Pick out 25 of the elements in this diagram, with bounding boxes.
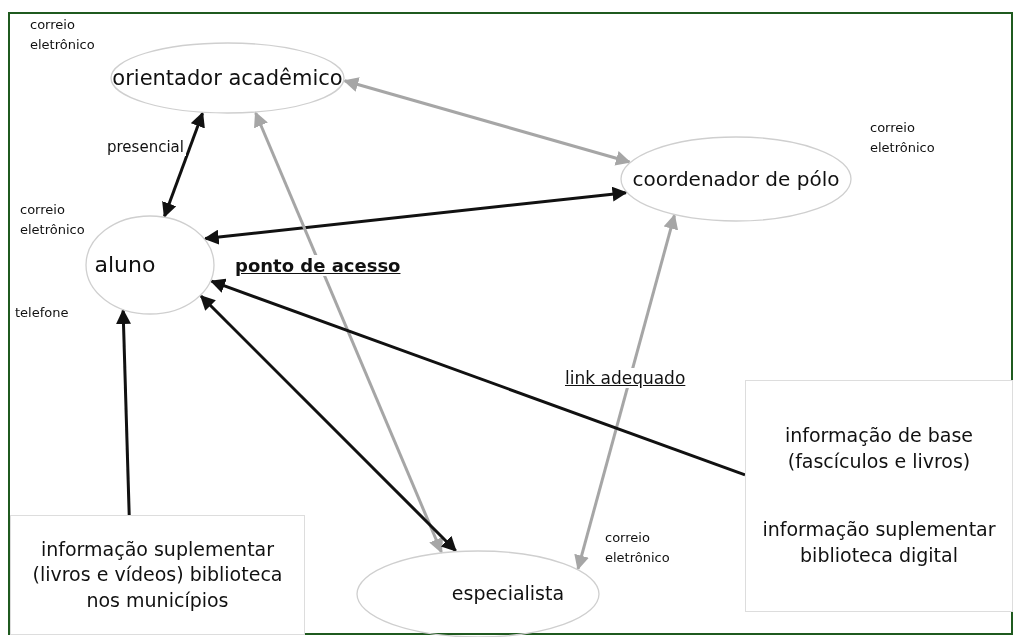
arrow (162, 111, 205, 218)
channel-note: correio eletrônico (20, 201, 86, 239)
resource-text: informação suplementar biblioteca digital (761, 517, 997, 568)
arrow (254, 111, 444, 554)
edge-label: ponto de acesso (233, 255, 403, 276)
channel-note: correio eletrônico (870, 119, 936, 157)
role-label: especialista (451, 581, 565, 607)
channel-note: telefone (15, 304, 70, 322)
role-label: orientador acadêmico (112, 64, 343, 92)
arrow (116, 309, 131, 516)
resource-box (745, 380, 1013, 612)
edge-label: presencial (105, 138, 186, 156)
resource-box (10, 515, 305, 635)
arrow (210, 278, 746, 477)
channel-note: correio eletrônico (605, 529, 671, 567)
arrow (343, 77, 631, 166)
role-label: coordenador de pólo (632, 165, 840, 193)
resource-text: informação suplementar (livros e vídeos) biblioteca nos municípios (31, 536, 284, 613)
channel-note: correio eletrônico (30, 16, 96, 54)
resource-text: informação de base (fascículos e livros) (783, 423, 975, 475)
edge-label: link adequado (563, 368, 688, 388)
arrow (203, 186, 628, 245)
arrow (199, 294, 457, 552)
arrow (574, 213, 679, 571)
role-label: aluno (94, 251, 156, 280)
